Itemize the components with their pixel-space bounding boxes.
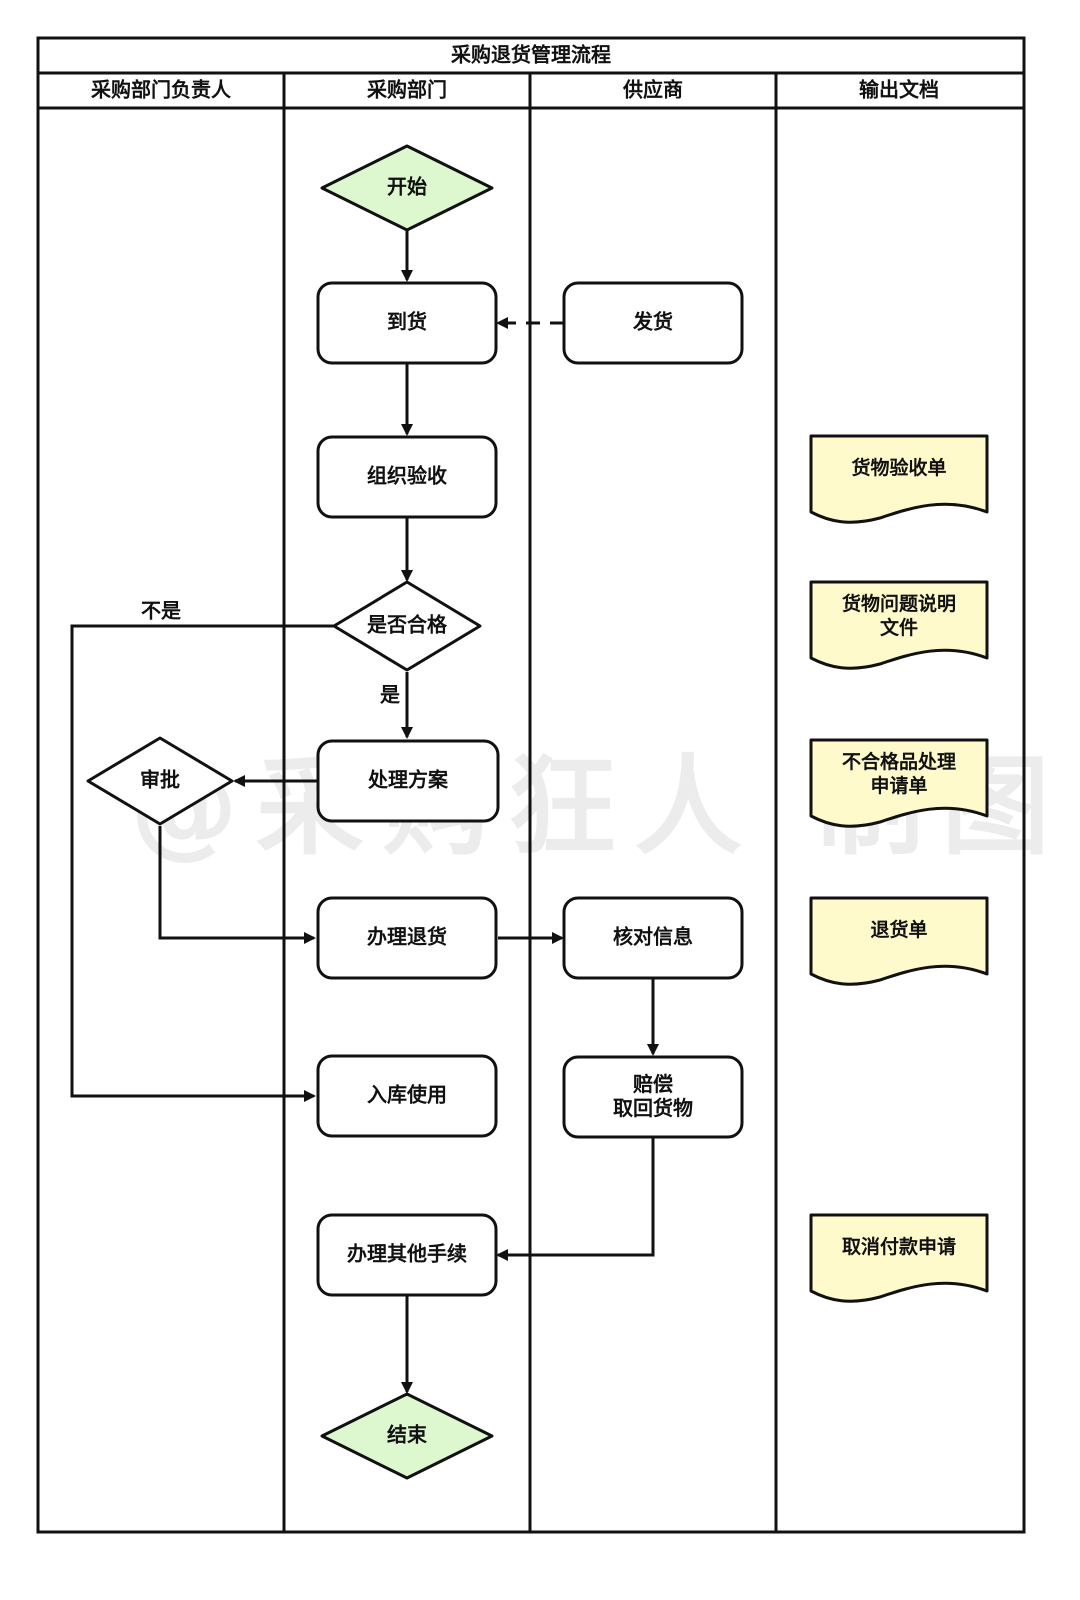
node-start: 开始	[320, 144, 494, 232]
text-line: 取回货物	[613, 1096, 693, 1120]
lane-header-dept: 采购部门	[367, 78, 447, 102]
document-shape	[809, 896, 989, 986]
node-ship: 发货	[562, 281, 744, 365]
decision-shape	[86, 736, 234, 826]
node-arrive: 到货	[316, 281, 498, 365]
document-shape	[809, 580, 989, 670]
edge-qualified-stock	[70, 624, 334, 1102]
text-line: 不合格品处理	[842, 750, 956, 773]
node-approve: 审批	[86, 736, 234, 826]
text-line: 取消付款申请	[842, 1235, 956, 1258]
edges	[70, 230, 659, 1394]
process-box	[562, 1055, 744, 1139]
lane-header-supplier: 供应商	[622, 78, 683, 102]
decision-shape	[332, 580, 482, 672]
text-line: 货物验收单	[851, 456, 946, 479]
node-compensate-label: 赔偿取回货物	[613, 1072, 693, 1120]
document-doc3: 不合格品处理申请单	[809, 738, 989, 828]
node-arrive-label: 到货	[387, 310, 427, 334]
document-doc5: 取消付款申请	[809, 1213, 989, 1303]
document-doc2: 货物问题说明文件	[809, 580, 989, 670]
node-plan-label: 处理方案	[367, 768, 449, 792]
process-box	[562, 281, 744, 365]
node-stock-label: 入库使用	[367, 1083, 447, 1107]
process-box	[316, 896, 498, 980]
text-line: 退货单	[870, 918, 927, 941]
document-shape	[809, 1213, 989, 1303]
document-shape	[809, 738, 989, 828]
document-doc3-label: 不合格品处理申请单	[842, 750, 956, 797]
text-line: 赔偿	[633, 1072, 673, 1096]
diagram-title: 采购退货管理流程	[451, 43, 611, 67]
lane-header-docs: 输出文档	[859, 78, 939, 102]
document-doc5-label: 取消付款申请	[842, 1235, 956, 1258]
node-start-label: 开始	[387, 175, 427, 199]
node-verify-label: 核对信息	[613, 925, 693, 949]
edge-compensate-other	[496, 1137, 655, 1261]
document-doc1-label: 货物验收单	[851, 456, 946, 479]
text-line: 货物问题说明	[842, 592, 956, 615]
node-inspect-label: 组织验收	[367, 464, 447, 488]
terminal-shape	[320, 144, 494, 232]
node-return-label: 办理退货	[367, 925, 447, 949]
node-inspect: 组织验收	[316, 435, 498, 519]
node-plan: 处理方案	[316, 739, 500, 823]
lane-header-head: 采购部门负责人	[91, 78, 232, 102]
edge-label-no: 不是	[141, 599, 181, 623]
node-other: 办理其他手续	[316, 1213, 498, 1297]
process-box	[562, 896, 744, 980]
node-end: 结束	[320, 1392, 494, 1480]
document-doc4-label: 退货单	[870, 918, 927, 941]
edge-label-yes: 是	[379, 683, 400, 707]
node-stock: 入库使用	[316, 1054, 498, 1138]
process-box	[316, 1213, 498, 1297]
document-shape	[809, 434, 989, 524]
terminal-shape	[320, 1392, 494, 1480]
document-doc4: 退货单	[809, 896, 989, 986]
process-box	[316, 281, 498, 365]
process-box	[316, 1054, 498, 1138]
node-ship-label: 发货	[632, 310, 673, 334]
document-doc1: 货物验收单	[809, 434, 989, 524]
process-box	[316, 739, 500, 823]
node-return: 办理退货	[316, 896, 498, 980]
text-line: 文件	[880, 616, 918, 639]
document-doc2-label: 货物问题说明文件	[842, 592, 956, 639]
text-line: 申请单	[870, 774, 927, 797]
node-other-label: 办理其他手续	[347, 1242, 467, 1266]
node-qualified: 是否合格	[332, 580, 482, 672]
node-compensate: 赔偿取回货物	[562, 1055, 744, 1139]
node-qualified-label: 是否合格	[366, 613, 448, 637]
node-verify: 核对信息	[562, 896, 744, 980]
edge-approve-return	[158, 826, 316, 944]
node-approve-label: 审批	[140, 768, 180, 792]
process-box	[316, 435, 498, 519]
node-end-label: 结束	[387, 1423, 428, 1447]
